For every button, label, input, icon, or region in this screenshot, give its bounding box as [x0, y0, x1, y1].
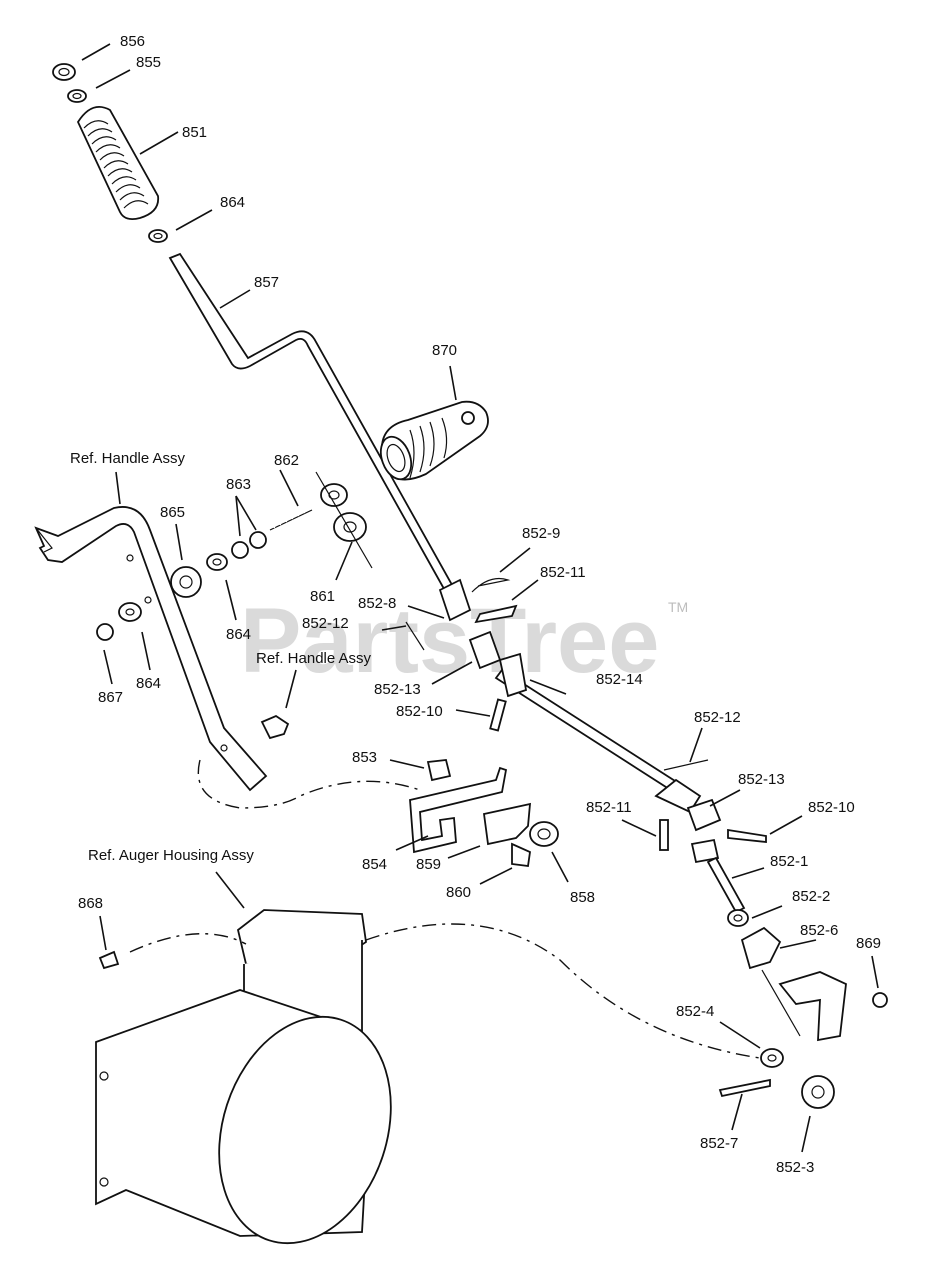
callout-862: 862	[274, 452, 299, 469]
bolt-852-11b	[659, 819, 669, 851]
ref-handle-assy-2: Ref. Handle Assy	[256, 650, 372, 667]
auger-housing-outline	[95, 909, 392, 1245]
callout-865: 865	[160, 504, 185, 521]
washer-864-left	[118, 602, 142, 622]
shift-knob-870	[379, 400, 489, 481]
callout-864c: 864	[136, 675, 161, 692]
callout-861: 861	[310, 588, 335, 605]
callout-863: 863	[226, 476, 251, 493]
bushing-865	[170, 566, 202, 598]
bolt-868	[98, 950, 120, 970]
auger-dash-left	[129, 933, 247, 953]
nut-869	[872, 992, 888, 1008]
gear-852-3	[801, 1075, 835, 1109]
washer-upper	[320, 483, 348, 507]
washer-864-mid	[206, 553, 228, 571]
grip-assembly	[52, 63, 168, 243]
callout-852-12a: 852-12	[302, 615, 349, 632]
callout-852-2: 852-2	[792, 888, 830, 905]
washer-864-top	[148, 229, 168, 243]
callout-854: 854	[362, 856, 387, 873]
callout-858: 858	[570, 889, 595, 906]
grommet-858	[529, 821, 559, 847]
block-852-13b	[686, 798, 722, 832]
nut-853	[426, 759, 452, 782]
bolt-852-11a	[474, 604, 518, 624]
callout-855: 855	[136, 54, 161, 71]
callout-852-12b: 852-12	[694, 709, 741, 726]
callout-857: 857	[254, 274, 279, 291]
callout-852-13a: 852-13	[374, 681, 421, 698]
bracket-852-6b	[778, 971, 847, 1042]
callout-852-7: 852-7	[700, 1135, 738, 1152]
rod-end-852-8	[438, 578, 472, 622]
callout-868: 868	[78, 895, 103, 912]
pin-852-7	[718, 1078, 771, 1098]
callout-859: 859	[416, 856, 441, 873]
callout-852-6: 852-6	[800, 922, 838, 939]
bushing-861	[333, 512, 367, 542]
bracket-852	[498, 652, 528, 698]
callout-853: 853	[352, 749, 377, 766]
callout-860: 860	[446, 884, 471, 901]
shift-rod-857	[168, 252, 458, 598]
grip-851	[76, 106, 160, 221]
callout-856: 856	[120, 33, 145, 50]
pin-852-10a	[489, 698, 507, 732]
callout-852-9: 852-9	[522, 525, 560, 542]
callout-852-10b: 852-10	[808, 799, 855, 816]
callout-852-14: 852-14	[596, 671, 643, 688]
callout-869: 869	[856, 935, 881, 952]
handle-dash-link	[197, 759, 421, 809]
pin-852-10b	[727, 828, 767, 843]
callout-852-11b: 852-11	[586, 799, 632, 816]
callout-867: 867	[98, 689, 123, 706]
spring-862	[269, 504, 313, 531]
plate-859	[482, 802, 532, 846]
ref-handle-assy-1: Ref. Handle Assy	[70, 450, 186, 467]
washer-852-4	[760, 1048, 784, 1068]
callout-852-10a: 852-10	[396, 703, 443, 720]
bolt-handle	[260, 714, 290, 740]
callout-852-4: 852-4	[676, 1003, 714, 1020]
coupler	[690, 838, 720, 864]
callout-851: 851	[182, 124, 207, 141]
screw-860	[511, 842, 531, 868]
ref-auger-housing: Ref. Auger Housing Assy	[88, 847, 254, 864]
nut-863b	[231, 541, 249, 559]
pin-852-12b	[663, 759, 709, 771]
callout-852-11a: 852-11	[540, 564, 586, 581]
callout-870: 870	[432, 342, 457, 359]
handle-assy-outline	[34, 506, 268, 792]
shaft-852-1	[706, 856, 746, 914]
washer-852-2	[727, 909, 749, 927]
auger-dash-right	[365, 923, 761, 1059]
washer-855	[67, 89, 87, 103]
callout-864a: 864	[220, 194, 245, 211]
pin-852-12a	[405, 621, 425, 651]
bracket-854	[409, 766, 508, 854]
callout-864b: 864	[226, 626, 251, 643]
nut-867	[96, 623, 114, 641]
callout-852-3: 852-3	[776, 1159, 814, 1176]
callout-852-1: 852-1	[770, 853, 808, 870]
nut-863a	[249, 531, 267, 549]
block-852-12b	[654, 778, 702, 814]
clip-852-9	[471, 577, 511, 593]
cap-nut-856	[52, 63, 76, 81]
watermark-trademark: TM	[668, 599, 688, 615]
callout-852-8: 852-8	[358, 595, 396, 612]
callout-852-13b: 852-13	[738, 771, 785, 788]
bracket-852-6a	[740, 926, 782, 970]
